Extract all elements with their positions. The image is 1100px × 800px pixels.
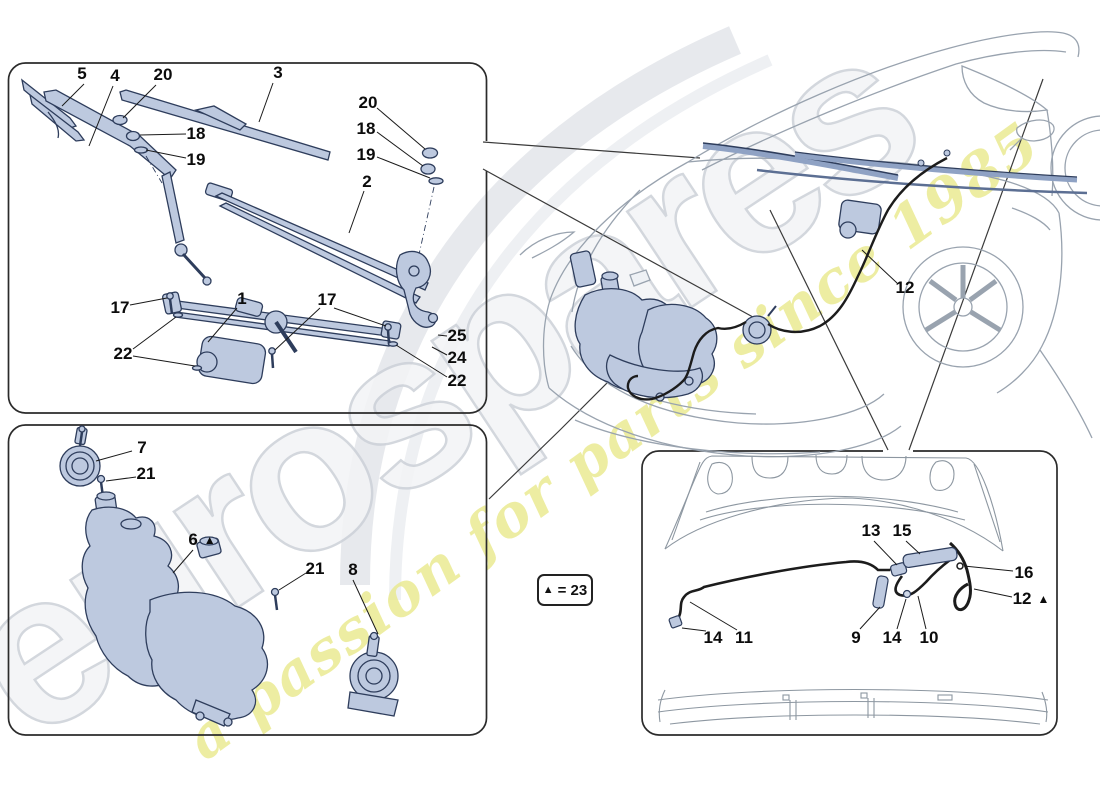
- panel-wiper-linkage-border: [7, 62, 488, 414]
- callout-bonnet-washer-tubes-11: 11: [735, 628, 753, 647]
- callout-bonnet-washer-tubes-14: 14: [882, 628, 902, 647]
- callout-leader-lines: [61, 82, 1014, 635]
- callout-wiper-linkage-20: 20: [358, 93, 378, 112]
- callout-wiper-linkage-19: 19: [186, 150, 206, 169]
- callout-bonnet-washer-tubes-9: 9: [851, 628, 861, 647]
- callout-wiper-linkage-5: 5: [77, 64, 87, 83]
- watermark-swoosh: [340, 26, 741, 586]
- callout-wiper-linkage-20: 20: [153, 65, 173, 84]
- callout-car-install-view-12: 12: [895, 278, 915, 297]
- car-wiper-washer-art: [569, 142, 1088, 402]
- callout-wiper-linkage-1: 1: [237, 289, 247, 308]
- callout-wiper-linkage-22: 22: [447, 371, 467, 390]
- callout-bonnet-washer-tubes-14: 14: [703, 628, 723, 647]
- panel-wiper-linkage-art: [21, 78, 444, 385]
- watermark-swoosh-inner: [389, 54, 773, 601]
- callout-wiper-linkage-22: 22: [113, 344, 133, 363]
- callout-wiper-linkage-19: 19: [356, 145, 376, 164]
- callout-wiper-linkage-17: 17: [110, 298, 130, 317]
- panel-washer-tube-art: [668, 541, 972, 629]
- car-outline-art: [519, 31, 1100, 458]
- callout-reservoir-horns-8: 8: [348, 560, 358, 579]
- legend-triangle-symbol: ▲: [542, 584, 554, 596]
- projection-lines: [482, 78, 1044, 500]
- callout-wiper-linkage-17: 17: [317, 290, 337, 309]
- callout-wiper-linkage-18: 18: [356, 119, 376, 138]
- panel-bonnet-art: [657, 454, 1049, 725]
- callout-bonnet-washer-tubes-16: 16: [1014, 563, 1034, 582]
- callout-bonnet-washer-tubes-13: 13: [861, 521, 881, 540]
- callout-reservoir-horns-6: 6▲: [188, 530, 216, 549]
- callout-wiper-linkage-2: 2: [362, 172, 372, 191]
- callout-wiper-linkage-18: 18: [186, 124, 206, 143]
- callout-reservoir-horns-21: 21: [136, 464, 156, 483]
- callout-wiper-linkage-3: 3: [273, 63, 283, 82]
- callout-bonnet-washer-tubes-15: 15: [892, 521, 912, 540]
- callout-bonnet-washer-tubes-12: 12▲: [1012, 589, 1050, 608]
- car-washer-hose: [626, 156, 948, 401]
- border-gap: [482, 141, 491, 171]
- callout-wiper-linkage-24: 24: [447, 348, 467, 367]
- panel-reservoir-horns-border: [7, 424, 488, 736]
- callout-wiper-linkage-25: 25: [447, 326, 467, 345]
- legend-box: ▲ = 23: [537, 574, 593, 606]
- callout-wiper-linkage-4: 4: [110, 66, 120, 85]
- legend-value: = 23: [557, 581, 588, 599]
- panel-bonnet-washer-tubes-border: [641, 450, 1058, 736]
- panel-reservoir-horns-art: [59, 425, 399, 727]
- border-gap: [883, 446, 913, 455]
- callout-reservoir-horns-21: 21: [305, 559, 325, 578]
- callout-bonnet-washer-tubes-10: 10: [919, 628, 939, 647]
- callout-reservoir-horns-7: 7: [137, 438, 147, 457]
